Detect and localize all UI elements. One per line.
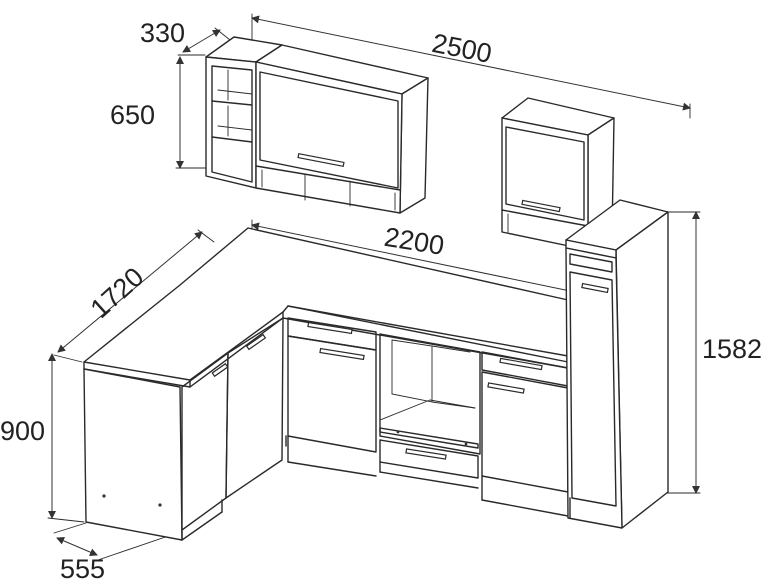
dim-upper-depth: 330: [140, 18, 185, 48]
corner-base-cabinet: [83, 317, 284, 541]
dim-upper-width-total: 2500: [430, 28, 495, 69]
upper-left-cabinets: [205, 36, 429, 214]
tall-cabinet: [565, 199, 669, 529]
dim-base-depth: 555: [60, 554, 105, 584]
dim-counter-depth-side: 1720: [85, 262, 150, 324]
dim-tall-height: 1582: [702, 334, 762, 364]
dim-upper-height: 650: [110, 100, 155, 130]
dim-base-height: 900: [0, 416, 45, 446]
dim-counter-width-back: 2200: [382, 222, 446, 261]
countertop: [83, 227, 569, 388]
